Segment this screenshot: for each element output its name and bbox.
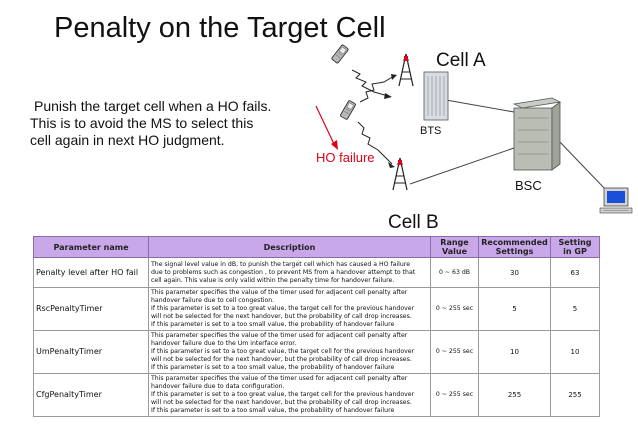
- cell-b-label: Cell B: [388, 212, 439, 233]
- range-value-cell: 0 ~ 255 sec: [430, 287, 479, 331]
- gp-setting-cell: 255: [550, 373, 600, 417]
- description-line: This parameter specifies the value of th…: [151, 375, 408, 382]
- description-line: This parameter specifies the value of th…: [151, 332, 408, 339]
- description-line: will not be selected for the next handov…: [151, 399, 412, 406]
- table-row: CfgPenaltyTimer This parameter specifies…: [33, 373, 600, 417]
- description-line: will not be selected for the next handov…: [151, 313, 412, 320]
- slide-title: Penalty on the Target Cell: [54, 12, 386, 44]
- intro-text: Punish the target cell when a HO fails. …: [30, 98, 300, 149]
- link-bsc-terminal: [557, 139, 607, 191]
- bsc-cabinet-icon: [512, 97, 562, 171]
- link-bts-a-bsc: [445, 99, 515, 113]
- table-row: UmPenaltyTimer This parameter specifies …: [33, 330, 600, 374]
- description-line: If this parameter is set to a too great …: [151, 305, 415, 312]
- description-cell: This parameter specifies the value of th…: [148, 373, 431, 417]
- radio-wave-icon: [359, 75, 395, 103]
- radio-wave-icon: [357, 121, 393, 165]
- description-cell: This parameter specifies the value of th…: [148, 330, 431, 374]
- table-header-row: Parameter name Description Range Value R…: [33, 236, 600, 258]
- range-value-cell: 0 ~ 255 sec: [430, 373, 479, 417]
- gp-setting-cell: 10: [550, 330, 600, 374]
- description-line: If this parameter is set to a too small …: [151, 364, 395, 371]
- intro-line-2: This is to avoid the MS to select this: [30, 115, 254, 131]
- description-line: will not be selected for the next handov…: [151, 356, 412, 363]
- description-line: cell again. This value is only valid wit…: [151, 276, 395, 284]
- parameter-table: Parameter name Description Range Value R…: [33, 236, 600, 417]
- description-line: handover failure due to data configurati…: [151, 383, 285, 390]
- ho-failure-label: HO failure: [316, 150, 375, 165]
- header-parameter-name: Parameter name: [33, 236, 149, 258]
- header-range-value: Range Value: [430, 236, 479, 258]
- header-recommended-settings: Recommended Settings: [478, 236, 551, 258]
- recommended-cell: 10: [478, 330, 551, 374]
- mobile-phone-icon: [340, 100, 356, 120]
- param-name-cell: RscPenaltyTimer: [33, 287, 149, 331]
- description-line: The signal level value in dB, to punish …: [151, 260, 411, 268]
- description-line: This parameter specifies the value of th…: [151, 289, 408, 296]
- description-line: If this parameter is set to a too small …: [151, 407, 395, 414]
- param-name-cell: Penalty level after HO fail: [33, 257, 149, 288]
- param-name-cell: UmPenaltyTimer: [33, 330, 149, 374]
- recommended-cell: 255: [478, 373, 551, 417]
- gp-setting-cell: 5: [550, 287, 600, 331]
- computer-terminal-icon: [599, 187, 633, 214]
- header-description: Description: [148, 236, 431, 258]
- bts-label: BTS: [420, 125, 442, 137]
- header-setting-in-gp: Setting in GP: [550, 236, 600, 258]
- radio-wave-icon: [351, 69, 389, 97]
- description-cell: The signal level value in dB, to punish …: [148, 257, 431, 288]
- recommended-cell: 30: [478, 257, 551, 288]
- bts-cabinet-icon: [423, 71, 449, 121]
- description-cell: This parameter specifies the value of th…: [148, 287, 431, 331]
- table-row: Penalty level after HO fail The signal l…: [33, 257, 600, 288]
- mobile-phone-icon: [331, 44, 349, 64]
- gp-setting-cell: 63: [550, 257, 600, 288]
- range-value-cell: 0 ~ 255 sec: [430, 330, 479, 374]
- ho-failure-arrow: [315, 105, 338, 150]
- description-line: If this parameter is set to a too great …: [151, 391, 415, 398]
- param-name-cell: CfgPenaltyTimer: [33, 373, 149, 417]
- description-line: If this parameter is set to a too small …: [151, 321, 395, 328]
- table-row: RscPenaltyTimer This parameter specifies…: [33, 287, 600, 331]
- antenna-tower-icon: [398, 53, 414, 87]
- description-line: due to problems such as congestion , to …: [151, 268, 416, 276]
- intro-line-1: Punish the target cell when a HO fails.: [34, 98, 272, 114]
- description-line: handover failure due to cell congestion.: [151, 297, 275, 304]
- antenna-tower-icon: [392, 157, 408, 191]
- bsc-label: BSC: [515, 178, 542, 193]
- description-line: handover failure due to the Um interface…: [151, 340, 297, 347]
- intro-line-3: cell again in next HO judgment.: [30, 132, 225, 148]
- recommended-cell: 5: [478, 287, 551, 331]
- cell-a-label: Cell A: [436, 50, 486, 71]
- range-value-cell: 0 ~ 63 dB: [430, 257, 479, 288]
- description-line: If this parameter is set to a too great …: [151, 348, 415, 355]
- link-bts-b-bsc: [409, 147, 515, 185]
